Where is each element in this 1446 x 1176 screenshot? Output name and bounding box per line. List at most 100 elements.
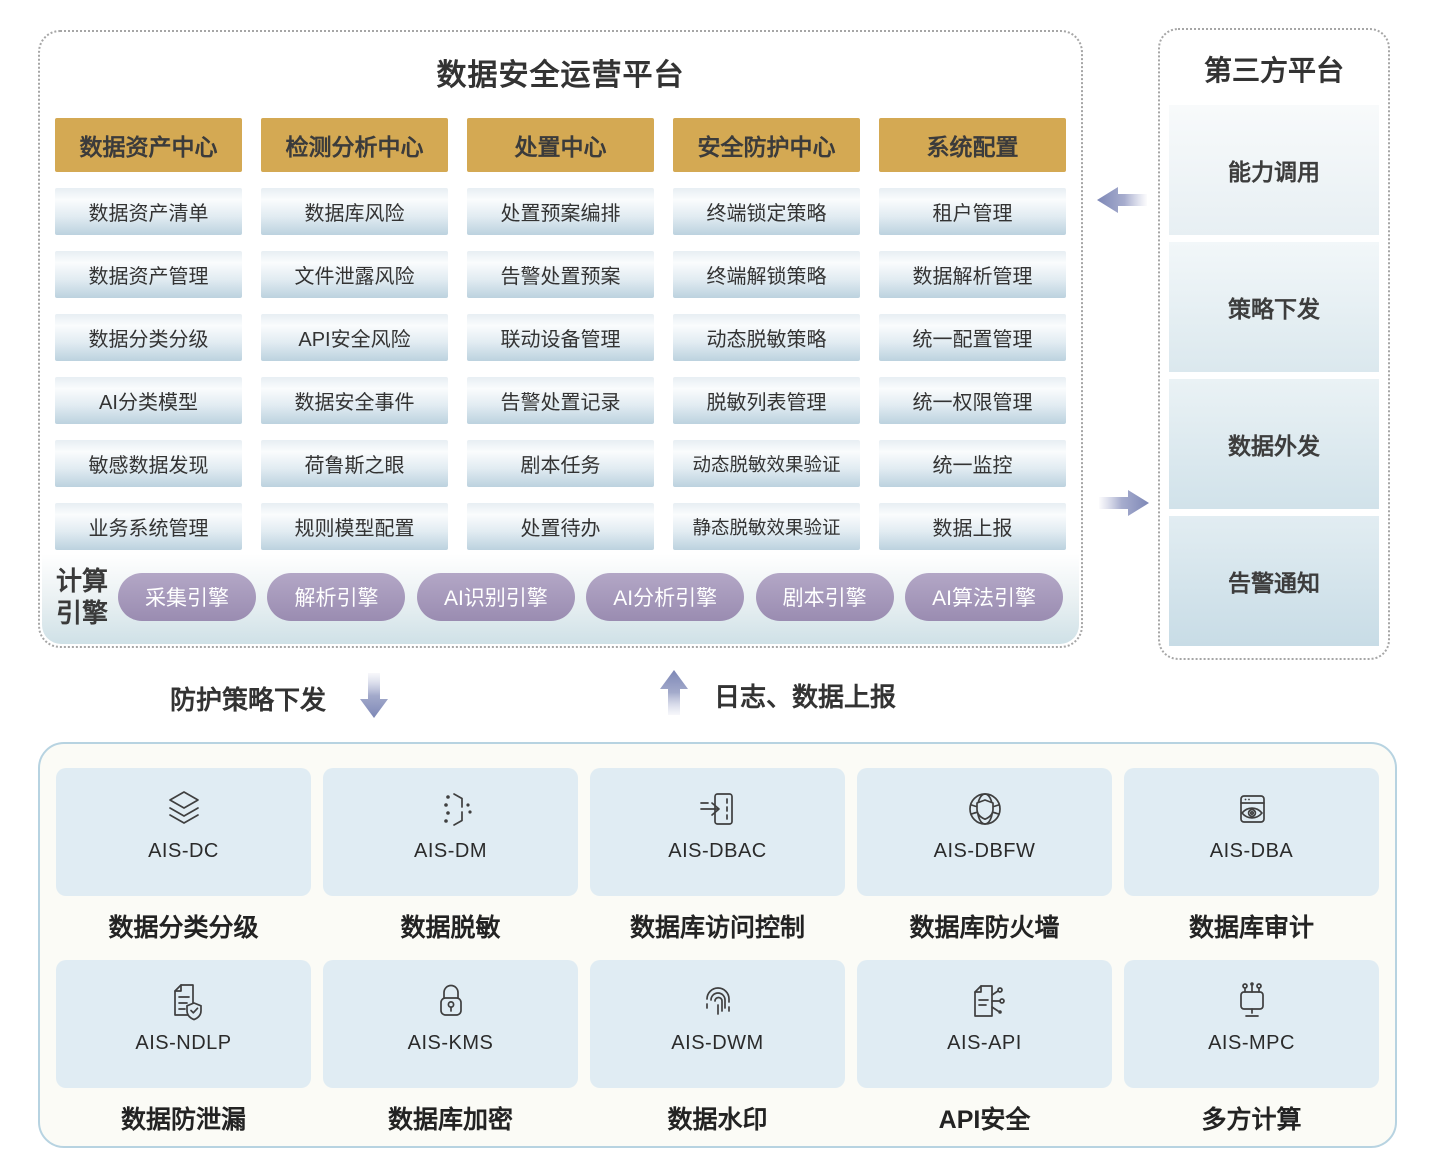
product-tile: AIS-DWM	[590, 960, 845, 1088]
engine-pill: AI识别引擎	[416, 573, 575, 621]
product-name: 数据库访问控制	[629, 914, 805, 942]
window-eye-icon	[1226, 783, 1278, 835]
engine-pill: 采集引擎	[118, 573, 256, 621]
module-cell: 数据资产清单	[55, 188, 242, 235]
arrow-up-icon	[658, 669, 690, 722]
product-code: AIS-DBAC	[668, 840, 767, 862]
product-name: API安全	[938, 1106, 1031, 1134]
module-cell: 终端解锁策略	[673, 251, 860, 298]
product-name: 数据防泄漏	[120, 1106, 246, 1134]
module-cell: 处置预案编排	[467, 188, 654, 235]
module-cell: 租户管理	[879, 188, 1066, 235]
product-code: AIS-NDLP	[135, 1032, 232, 1054]
arrow-down-icon	[358, 672, 390, 725]
policy-flow-label: 防护策略下发	[170, 685, 327, 715]
third-party-item: 数据外发	[1169, 379, 1379, 509]
module-cell: 剧本任务	[467, 440, 654, 487]
product-tile: AIS-DC	[56, 768, 311, 896]
product-tile: AIS-KMS	[323, 960, 578, 1088]
product-card: AIS-DM 数据脱敏	[323, 768, 578, 944]
compute-engine-label: 计算引擎	[56, 565, 109, 629]
document-circuit-icon	[959, 975, 1011, 1027]
module-cell: 动态脱敏效果验证	[673, 440, 860, 487]
product-name: 数据库审计	[1188, 914, 1314, 942]
platform-panel: 数据安全运营平台 数据资产中心 数据资产清单 数据资产管理 数据分类分级 AI分…	[38, 30, 1083, 648]
module-cell: 数据库风险	[261, 188, 448, 235]
module-cell: 数据上报	[879, 503, 1066, 550]
monitor-network-icon	[1226, 975, 1278, 1027]
engine-pill: AI分析引擎	[586, 573, 745, 621]
column-data-asset-center: 数据资产中心 数据资产清单 数据资产管理 数据分类分级 AI分类模型 敏感数据发…	[55, 118, 242, 550]
product-card: AIS-MPC 多方计算	[1124, 960, 1379, 1136]
product-code: AIS-KMS	[407, 1032, 494, 1054]
product-code: AIS-API	[947, 1032, 1022, 1054]
product-name: 数据库加密	[387, 1106, 513, 1134]
module-cell: API安全风险	[261, 314, 448, 361]
module-cell: 规则模型配置	[261, 503, 448, 550]
product-tile: AIS-DBA	[1124, 768, 1379, 896]
layers-icon	[158, 783, 210, 835]
column-system-config: 系统配置 租户管理 数据解析管理 统一配置管理 统一权限管理 统一监控 数据上报	[879, 118, 1066, 550]
third-party-items: 能力调用 策略下发 数据外发 告警通知	[1169, 105, 1379, 646]
module-cell: 终端锁定策略	[673, 188, 860, 235]
module-cell: 告警处置预案	[467, 251, 654, 298]
product-code: AIS-DM	[414, 840, 487, 862]
product-code: AIS-DBA	[1209, 840, 1294, 862]
product-card: AIS-KMS 数据库加密	[323, 960, 578, 1136]
log-flow: 日志、数据上报	[658, 669, 896, 722]
product-tile: AIS-NDLP	[56, 960, 311, 1088]
policy-flow: 防护策略下发	[170, 672, 390, 725]
access-door-icon	[692, 783, 744, 835]
log-flow-label: 日志、数据上报	[714, 682, 897, 712]
product-card: AIS-DBAC 数据库访问控制	[590, 768, 845, 944]
column-detect-analysis-center: 检测分析中心 数据库风险 文件泄露风险 API安全风险 数据安全事件 荷鲁斯之眼…	[261, 118, 448, 550]
column-header: 数据资产中心	[55, 118, 242, 172]
column-security-protection-center: 安全防护中心 终端锁定策略 终端解锁策略 动态脱敏策略 脱敏列表管理 动态脱敏效…	[673, 118, 860, 550]
arrow-right-icon	[1098, 486, 1150, 525]
module-cell: 脱敏列表管理	[673, 377, 860, 424]
engine-pill: 剧本引擎	[755, 573, 894, 621]
compute-engine-strip: 计算引擎 采集引擎 解析引擎 AI识别引擎 AI分析引擎 剧本引擎 AI算法引擎	[42, 554, 1079, 644]
product-tile: AIS-DBFW	[857, 768, 1112, 896]
module-cell: 数据分类分级	[55, 314, 242, 361]
globe-shield-icon	[959, 783, 1011, 835]
product-code: AIS-DWM	[671, 1032, 764, 1054]
module-cell: 静态脱敏效果验证	[673, 503, 860, 550]
product-name: 数据脱敏	[400, 914, 501, 942]
document-shield-icon	[158, 975, 210, 1027]
product-tile: AIS-API	[857, 960, 1112, 1088]
column-header: 检测分析中心	[261, 118, 448, 172]
module-cell: 业务系统管理	[55, 503, 242, 550]
product-card: AIS-API API安全	[857, 960, 1112, 1136]
product-card: AIS-DBA 数据库审计	[1124, 768, 1379, 944]
arrow-left-icon	[1096, 183, 1148, 222]
module-cell: 数据安全事件	[261, 377, 448, 424]
fingerprint-icon	[692, 975, 744, 1027]
product-name: 数据水印	[667, 1106, 768, 1134]
module-columns: 数据资产中心 数据资产清单 数据资产管理 数据分类分级 AI分类模型 敏感数据发…	[55, 118, 1066, 550]
engine-pill: 解析引擎	[267, 573, 406, 621]
product-code: AIS-DBFW	[933, 840, 1036, 862]
module-cell: 数据资产管理	[55, 251, 242, 298]
column-header: 处置中心	[467, 118, 654, 172]
product-tile: AIS-DBAC	[590, 768, 845, 896]
product-code: AIS-DC	[148, 840, 219, 862]
product-name: 多方计算	[1201, 1106, 1302, 1134]
module-cell: 统一配置管理	[879, 314, 1066, 361]
product-name: 数据库防火墙	[909, 914, 1060, 942]
module-cell: 联动设备管理	[467, 314, 654, 361]
module-cell: AI分类模型	[55, 377, 242, 424]
product-card: AIS-NDLP 数据防泄漏	[56, 960, 311, 1136]
module-cell: 动态脱敏策略	[673, 314, 860, 361]
engine-pill-row: 采集引擎 解析引擎 AI识别引擎 AI分析引擎 剧本引擎 AI算法引擎	[118, 573, 1063, 621]
module-cell: 告警处置记录	[467, 377, 654, 424]
column-header: 安全防护中心	[673, 118, 860, 172]
product-code: AIS-MPC	[1208, 1032, 1295, 1054]
product-name: 数据分类分级	[108, 914, 259, 942]
product-tile: AIS-DM	[323, 768, 578, 896]
product-card: AIS-DC 数据分类分级	[56, 768, 311, 944]
module-cell: 统一监控	[879, 440, 1066, 487]
engine-pill: AI算法引擎	[905, 573, 1063, 621]
product-card: AIS-DBFW 数据库防火墙	[857, 768, 1112, 944]
